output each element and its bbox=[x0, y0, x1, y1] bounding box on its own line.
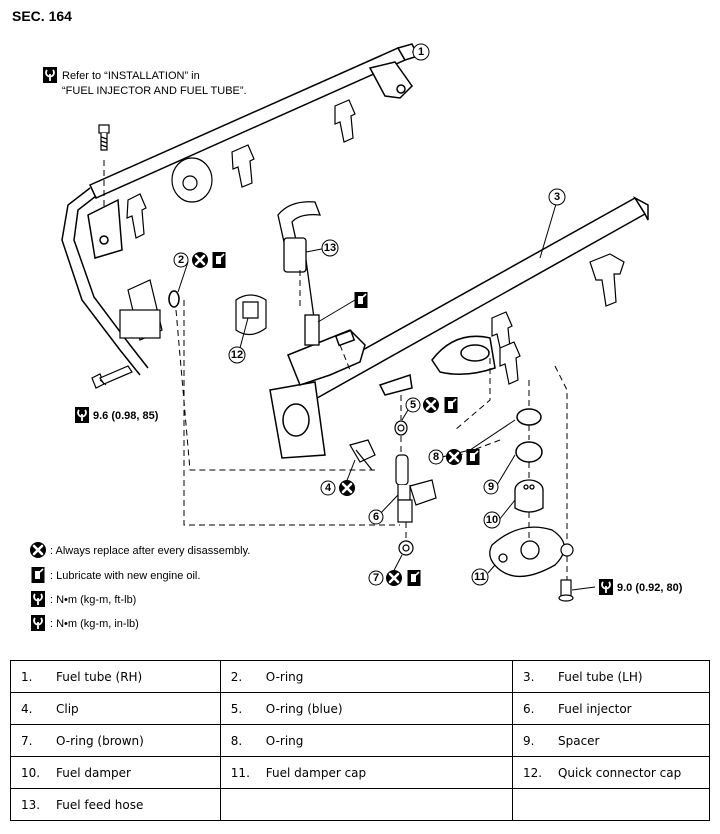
callout-2: 2 bbox=[173, 252, 189, 268]
svg-text:11: 11 bbox=[474, 571, 486, 583]
table-cell: 6.Fuel injector bbox=[511, 692, 711, 725]
callout-1: 1 bbox=[412, 43, 430, 61]
torque-wrench-icon bbox=[74, 406, 90, 424]
fuel-feed-hose bbox=[277, 201, 321, 346]
note-line-1: Refer to “INSTALLATION” in bbox=[62, 70, 200, 82]
callout-11: 11 bbox=[471, 568, 489, 586]
assembly-lines bbox=[103, 160, 568, 580]
callout-13: 13 bbox=[321, 239, 339, 257]
replace-icon bbox=[28, 540, 48, 560]
fuel-tube-rh bbox=[61, 43, 420, 376]
replace-icon bbox=[190, 250, 210, 270]
svg-text:12: 12 bbox=[231, 349, 243, 361]
o-ring-right bbox=[560, 543, 574, 557]
oil-can-icon bbox=[30, 566, 46, 584]
table-cell: 11.Fuel damper cap bbox=[219, 756, 513, 789]
clip-part bbox=[349, 439, 376, 471]
callout-10: 10 bbox=[483, 511, 501, 529]
spacer-part bbox=[515, 441, 543, 463]
table-row: 10.Fuel damper 11.Fuel damper cap 12.Qui… bbox=[10, 756, 711, 789]
parts-table: 1.Fuel tube (RH) 2.O-ring 3.Fuel tube (L… bbox=[10, 660, 711, 821]
svg-text:10: 10 bbox=[486, 514, 498, 526]
legend-item: : Always replace after every disassembly… bbox=[50, 545, 250, 557]
oil-can-icon bbox=[465, 448, 481, 466]
o-ring-2 bbox=[168, 290, 180, 308]
table-cell: 4.Clip bbox=[10, 692, 221, 725]
callout-5: 5 bbox=[405, 397, 421, 413]
table-cell bbox=[511, 788, 711, 821]
bolt-top bbox=[98, 124, 110, 151]
replace-icon bbox=[384, 568, 404, 588]
svg-text:3: 3 bbox=[554, 191, 560, 203]
svg-text:6: 6 bbox=[373, 511, 379, 523]
callout-4: 4 bbox=[320, 480, 336, 496]
fuel-tube-lh bbox=[269, 195, 649, 459]
table-cell: 8.O-ring bbox=[219, 724, 513, 757]
oil-can-icon bbox=[211, 251, 227, 269]
quick-connector-cap bbox=[235, 294, 267, 336]
callout-3: 3 bbox=[548, 188, 566, 206]
svg-text:5: 5 bbox=[410, 399, 416, 411]
torque-wrench-icon bbox=[30, 590, 46, 608]
bolt-left bbox=[91, 365, 133, 389]
table-cell: 5.O-ring (blue) bbox=[219, 692, 513, 725]
o-ring-blue bbox=[394, 420, 408, 436]
oil-can-icon bbox=[406, 569, 422, 587]
note-line-2: “FUEL INJECTOR AND FUEL TUBE”. bbox=[62, 85, 247, 97]
table-cell: 9.Spacer bbox=[511, 724, 711, 757]
svg-text:7: 7 bbox=[373, 572, 379, 584]
injectors-lh bbox=[491, 253, 625, 385]
replace-icon bbox=[421, 395, 441, 415]
replace-icon bbox=[444, 447, 464, 467]
legend-item: : Lubricate with new engine oil. bbox=[50, 570, 200, 582]
torque-wrench-icon bbox=[598, 578, 614, 596]
table-row: 13.Fuel feed hose bbox=[10, 788, 711, 821]
torque-wrench-icon bbox=[42, 66, 58, 84]
callout-9: 9 bbox=[483, 479, 499, 495]
table-cell: 13.Fuel feed hose bbox=[10, 788, 221, 821]
svg-text:2: 2 bbox=[178, 254, 184, 266]
torque-right: 9.0 (0.92, 80) bbox=[617, 582, 683, 594]
table-cell: 7.O-ring (brown) bbox=[10, 724, 221, 757]
replace-icon bbox=[337, 478, 357, 498]
callout-6: 6 bbox=[368, 509, 384, 525]
callout-7: 7 bbox=[368, 570, 384, 586]
o-ring-8 bbox=[516, 408, 542, 426]
exploded-view-diagram: SEC. 164 Refer to “INSTALLATION” in “FUE… bbox=[12, 8, 683, 632]
callouts: 1 3 2 13 12 5 8 9 10 11 4 6 7 bbox=[173, 43, 566, 586]
svg-text:13: 13 bbox=[324, 242, 336, 254]
table-cell: 1.Fuel tube (RH) bbox=[10, 660, 221, 693]
callout-12: 12 bbox=[228, 346, 246, 364]
legend: : Always replace after every disassembly… bbox=[28, 540, 250, 632]
o-ring-brown bbox=[398, 540, 414, 556]
damper-bracket-left bbox=[119, 279, 180, 341]
table-row: 1.Fuel tube (RH) 2.O-ring 3.Fuel tube (L… bbox=[10, 660, 711, 693]
svg-text:9: 9 bbox=[488, 481, 494, 493]
table-row: 7.O-ring (brown) 8.O-ring 9.Spacer bbox=[10, 724, 711, 757]
torque-wrench-icon bbox=[30, 614, 46, 632]
injectors-rh bbox=[126, 99, 356, 239]
section-title: SEC. 164 bbox=[12, 8, 72, 24]
table-cell: 3.Fuel tube (LH) bbox=[511, 660, 711, 693]
table-cell bbox=[219, 788, 513, 821]
torque-left: 9.6 (0.98, 85) bbox=[93, 410, 159, 422]
table-row: 4.Clip 5.O-ring (blue) 6.Fuel injector bbox=[10, 692, 711, 725]
oil-can-icon bbox=[353, 291, 369, 309]
callout-8: 8 bbox=[428, 449, 444, 465]
table-cell: 2.O-ring bbox=[219, 660, 513, 693]
fuel-damper-part bbox=[514, 479, 544, 513]
svg-text:1: 1 bbox=[418, 46, 424, 58]
legend-item: : N•m (kg-m, in-lb) bbox=[50, 618, 139, 630]
fuel-damper-cap-part bbox=[489, 526, 565, 577]
fuel-injector-part bbox=[395, 454, 437, 523]
svg-text:8: 8 bbox=[433, 451, 439, 463]
table-cell: 10.Fuel damper bbox=[10, 756, 221, 789]
bolt-right bbox=[558, 579, 574, 602]
oil-can-icon bbox=[443, 396, 459, 414]
legend-item: : N•m (kg-m, ft-lb) bbox=[50, 594, 136, 606]
table-cell: 12.Quick connector cap bbox=[511, 756, 711, 789]
svg-text:4: 4 bbox=[325, 482, 332, 494]
